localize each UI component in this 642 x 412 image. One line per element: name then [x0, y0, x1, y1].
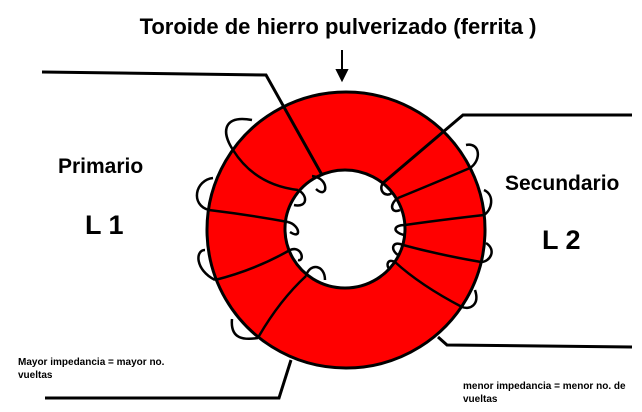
secondary-coil-label: L 2: [542, 225, 581, 255]
secondary-label: Secundario: [505, 172, 620, 195]
secondary-note: menor impedancia = menor no. de vueltas: [463, 381, 626, 405]
secondary-winding: [380, 113, 633, 349]
primary-coil-label: L 1: [85, 210, 124, 240]
primary-note: Mayor impedancia = mayor no. vueltas: [18, 357, 165, 381]
primary-label: Primario: [58, 155, 144, 178]
primary-winding: [41, 70, 327, 400]
diagram-title: Toroide de hierro pulverizado (ferrita ): [139, 14, 537, 39]
title-arrow: [335, 50, 349, 83]
toroid-core: [205, 90, 487, 370]
